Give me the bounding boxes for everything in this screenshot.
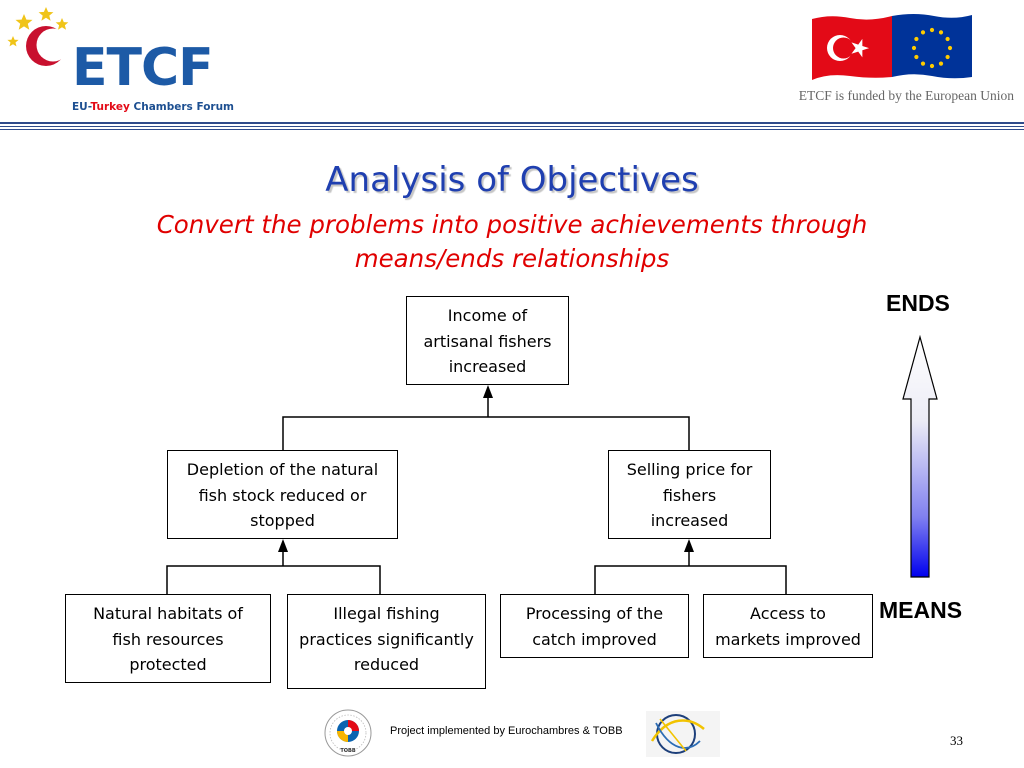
box-text-line: protected — [129, 655, 207, 674]
etcf-crescent-stars-logo — [7, 7, 70, 66]
page-number: 33 — [950, 733, 963, 748]
box-text-line: increased — [650, 511, 729, 530]
slide-subtitle: Convert the problems into positive achie… — [0, 208, 1024, 276]
header-rule-2 — [0, 126, 1024, 127]
box-text-line: catch improved — [532, 629, 657, 649]
box-text-line: increased — [448, 357, 527, 376]
objective-box-mid-right: Selling price for fishers increased — [608, 450, 771, 539]
tobb-seal-text: TOBB — [340, 748, 355, 754]
box-text-line: Income of — [447, 306, 528, 325]
box-text-line: artisanal fishers — [423, 331, 552, 351]
arrowhead-left — [278, 539, 288, 552]
box-text-line: fish resources — [112, 629, 224, 649]
ends-label: ENDS — [886, 290, 950, 316]
subtitle-line-1: Convert the problems into positive achie… — [156, 210, 868, 239]
arrowhead-top — [483, 385, 493, 398]
box-text-line: Processing of the — [525, 604, 664, 623]
slide-title: Analysis of Objectives — [325, 160, 699, 200]
box-text-line: reduced — [353, 655, 420, 674]
objective-box-mid-left: Depletion of the natural fish stock redu… — [167, 450, 398, 539]
eurochambres-logo-icon — [646, 711, 720, 757]
box-text-line: fishers — [662, 485, 717, 505]
box-text-line: practices significantly — [299, 629, 474, 649]
means-to-ends-arrow-icon — [902, 335, 938, 578]
box-text-line: fish stock reduced or — [198, 485, 367, 505]
eu-stars — [911, 27, 953, 69]
etcf-logo-text: ETCF — [72, 38, 214, 98]
eu-flag-icon — [892, 14, 972, 79]
funding-note: ETCF is funded by the European Union — [798, 88, 1014, 103]
box-text-line: Selling price for — [626, 460, 753, 479]
objective-box-bottom-1: Natural habitats of fish resources prote… — [65, 594, 271, 683]
objective-box-bottom-4: Access to markets improved — [703, 594, 873, 658]
box-text-line: stopped — [250, 511, 315, 530]
box-text-line: Access to — [750, 604, 826, 623]
box-text-line: Natural habitats of — [93, 604, 243, 623]
subtitle-line-2: means/ends relationships — [354, 244, 670, 273]
box-text-line: markets improved — [715, 629, 861, 649]
project-credit: Project implemented by Eurochambres & TO… — [390, 725, 623, 737]
connector-top-bracket — [282, 416, 690, 450]
objective-box-bottom-3: Processing of the catch improved — [500, 594, 689, 658]
etcf-logo-subtitle: EU-Turkey Chambers Forum — [72, 101, 234, 113]
box-text-line: Illegal fishing — [333, 604, 440, 623]
turkey-eu-flags — [812, 14, 972, 80]
connector-right-bracket — [594, 565, 787, 594]
objective-box-top: Income of artisanal fishers increased — [406, 296, 569, 385]
tobb-seal-icon: TOBB — [324, 709, 372, 757]
arrowhead-right — [684, 539, 694, 552]
box-text-line: Depletion of the natural — [186, 460, 379, 479]
connector-left-bracket — [166, 565, 381, 594]
objective-box-bottom-2: Illegal fishing practices significantly … — [287, 594, 486, 689]
header-rule-1 — [0, 122, 1024, 124]
header-rule-3 — [0, 129, 1024, 130]
means-label: MEANS — [879, 597, 963, 623]
